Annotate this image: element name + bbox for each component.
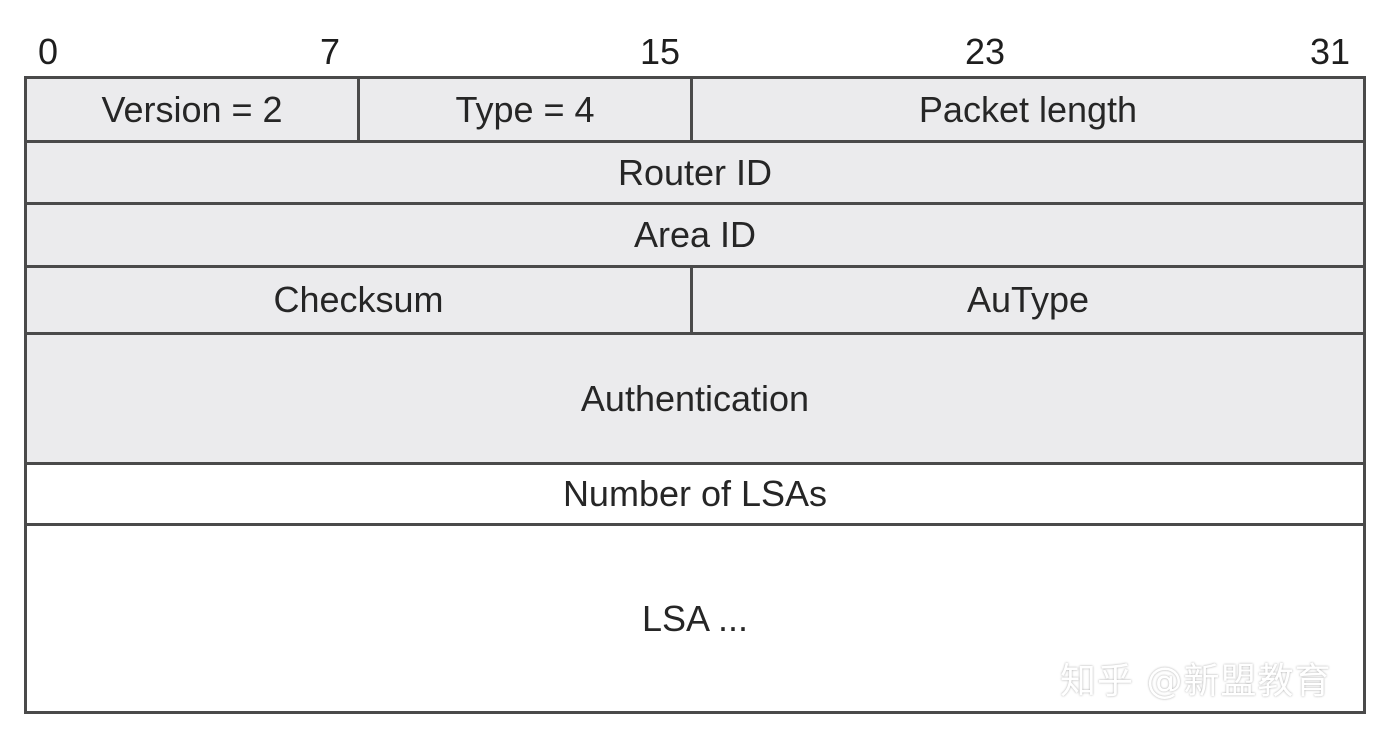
bit-position-15: 15 [640, 31, 681, 72]
router-id-field: Router ID [27, 143, 1366, 205]
authentication-field: Authentication [27, 335, 1366, 465]
header-row-3: Area ID [27, 205, 1366, 268]
autype-field: AuType [693, 268, 1366, 335]
bit-position-0: 0 [38, 31, 59, 72]
bit-position-7: 7 [320, 31, 341, 72]
number-of-lsas-field: Number of LSAs [27, 465, 1366, 526]
header-row-4: Checksum AuType [27, 268, 1366, 335]
checksum-field: Checksum [27, 268, 693, 335]
version-field: Version = 2 [27, 79, 360, 143]
zhihu-watermark: 知乎 @新盟教育 [1060, 661, 1332, 702]
header-row-1: Version = 2 Type = 4 Packet length [27, 79, 1366, 143]
bit-position-31: 31 [1310, 31, 1351, 72]
header-row-2: Router ID [27, 143, 1366, 205]
lsa-field: LSA ... [27, 526, 1366, 714]
body-row-2: LSA ... [27, 526, 1366, 714]
type-field: Type = 4 [360, 79, 693, 143]
body-row-1: Number of LSAs [27, 465, 1366, 526]
packet-length-field: Packet length [693, 79, 1366, 143]
header-row-5: Authentication [27, 335, 1366, 465]
area-id-field: Area ID [27, 205, 1366, 268]
ospf-lsu-packet-diagram: Version = 2 Type = 4 Packet length Route… [24, 76, 1366, 714]
bit-position-23: 23 [965, 31, 1006, 72]
